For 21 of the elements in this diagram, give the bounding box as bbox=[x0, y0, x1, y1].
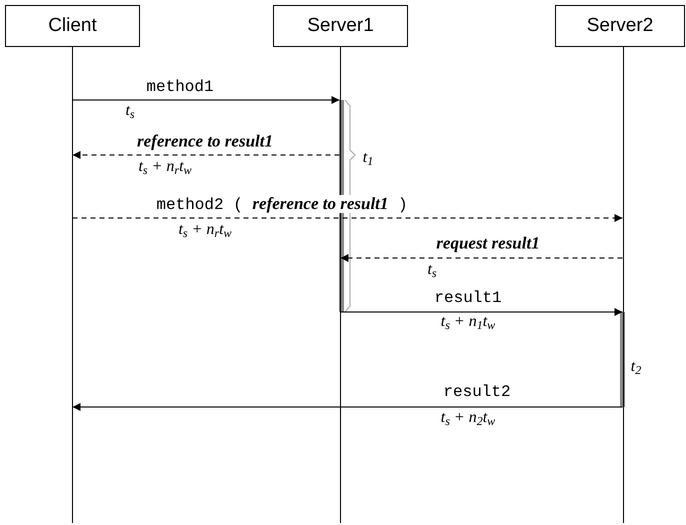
timing-label: t$_{2}$ bbox=[630, 359, 642, 375]
timing-label: t$_{s}$ + n$_{1}$t$_{w}$ bbox=[440, 314, 496, 330]
participant-box bbox=[555, 5, 685, 47]
arrow bbox=[72, 403, 623, 411]
arrow bbox=[340, 308, 623, 316]
timing-label: t$_{1}$ bbox=[362, 150, 374, 166]
arrow bbox=[72, 214, 623, 222]
timing-label: t$_{s}$ + n$_{r}$t$_{w}$ bbox=[178, 222, 232, 238]
arrow bbox=[72, 151, 340, 159]
arrow bbox=[72, 96, 340, 104]
participant-name: Server1 bbox=[307, 14, 374, 38]
timing-label: t$_{s}$ + n$_{2}$t$_{w}$ bbox=[440, 410, 496, 426]
timing-label: t$_{s}$ bbox=[427, 262, 437, 278]
participant-name: Client bbox=[48, 14, 97, 38]
lifeline bbox=[622, 47, 624, 523]
participant-box bbox=[273, 5, 408, 47]
timing-label: t$_{s}$ bbox=[125, 103, 135, 119]
arrow bbox=[340, 254, 623, 262]
participant-box bbox=[5, 5, 140, 47]
timing-label: t$_{s}$ + n$_{r}$t$_{w}$ bbox=[138, 159, 192, 175]
participant-name: Server2 bbox=[586, 14, 654, 38]
